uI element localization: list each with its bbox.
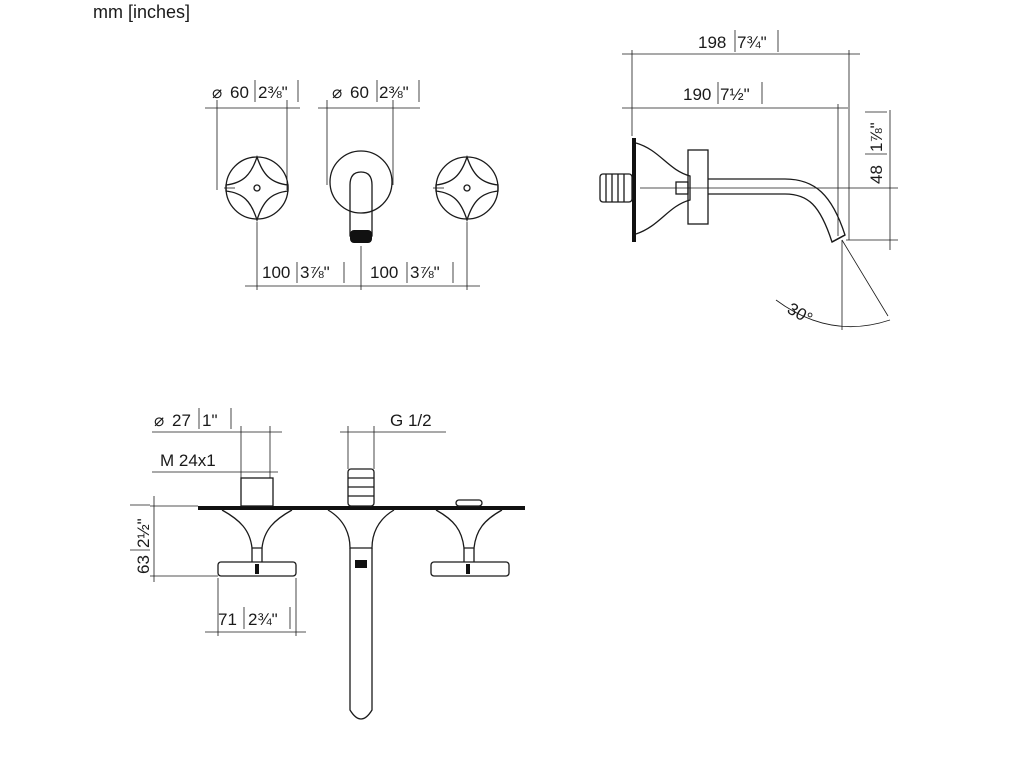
- dim-stem-diameter: ⌀ 27 1": [152, 408, 282, 478]
- dim-value: 27: [172, 411, 191, 430]
- dim-value-inches: 2⅜": [379, 83, 409, 102]
- right-handle-front: [433, 154, 499, 223]
- units-label: mm [inches]: [93, 2, 191, 22]
- dim-left-handle-diameter: ⌀ 60 2⅜": [205, 80, 300, 190]
- dim-handle-spacing: 100 3⅞" 100 3⅞": [245, 222, 480, 290]
- right-handle-top: [430, 499, 510, 577]
- dim-outlet-angle: 30°: [775, 239, 891, 330]
- dim-value: 71: [218, 610, 237, 629]
- dim-value: 60: [230, 83, 249, 102]
- dim-value-inches: 7½": [720, 85, 750, 104]
- dim-connection-size: G 1/2: [340, 411, 446, 469]
- dim-label: G 1/2: [390, 411, 432, 430]
- svg-text:⌀: ⌀: [332, 83, 342, 102]
- dim-outlet-height: 48 1⅞": [640, 110, 898, 250]
- thread-connector-side: [599, 173, 633, 203]
- dim-thread-size: M 24x1: [152, 451, 278, 473]
- dim-value-inches: 2⅜": [258, 83, 288, 102]
- svg-text:⌀: ⌀: [154, 411, 164, 430]
- dim-value: 48: [867, 165, 886, 184]
- front-view: ⌀ 60 2⅜" ⌀ 60 2⅜": [205, 80, 499, 290]
- spout-front: [329, 150, 393, 243]
- left-handle-front: [224, 154, 289, 223]
- dim-value: 63: [134, 555, 153, 574]
- dim-value-inches: 3⅞": [410, 263, 440, 282]
- dim-value-inches: 2½": [134, 518, 153, 548]
- dim-value: 60: [350, 83, 369, 102]
- svg-text:⌀: ⌀: [212, 83, 222, 102]
- dim-label: M 24x1: [160, 451, 216, 470]
- left-handle-top: [217, 477, 297, 577]
- dim-handle-depth: 63 2½": [130, 496, 218, 582]
- side-view: 198 7¾" 190 7½" 48 1⅞": [599, 30, 898, 330]
- dim-value-inches: 1": [202, 411, 218, 430]
- dim-value-inches: 2¾": [248, 610, 278, 629]
- dim-value: 198: [698, 33, 726, 52]
- top-view: ⌀ 27 1" G 1/2 M 24x1 63 2½": [130, 408, 525, 720]
- dim-handle-width: 71 2¾": [205, 578, 306, 636]
- spout-top: [327, 468, 395, 720]
- dim-overall-projection: 198 7¾": [622, 30, 860, 240]
- dim-value-inches: 7¾": [737, 33, 767, 52]
- dim-value: 190: [683, 85, 711, 104]
- dim-spout-projection: 190 7½": [622, 82, 848, 236]
- dim-value-inches: 1⅞": [867, 122, 886, 152]
- dim-value: 100: [370, 263, 398, 282]
- dim-spout-diameter: ⌀ 60 2⅜": [318, 80, 420, 185]
- dim-value: 100: [262, 263, 290, 282]
- angle-value: 30°: [784, 299, 816, 328]
- dim-value-inches: 3⅞": [300, 263, 330, 282]
